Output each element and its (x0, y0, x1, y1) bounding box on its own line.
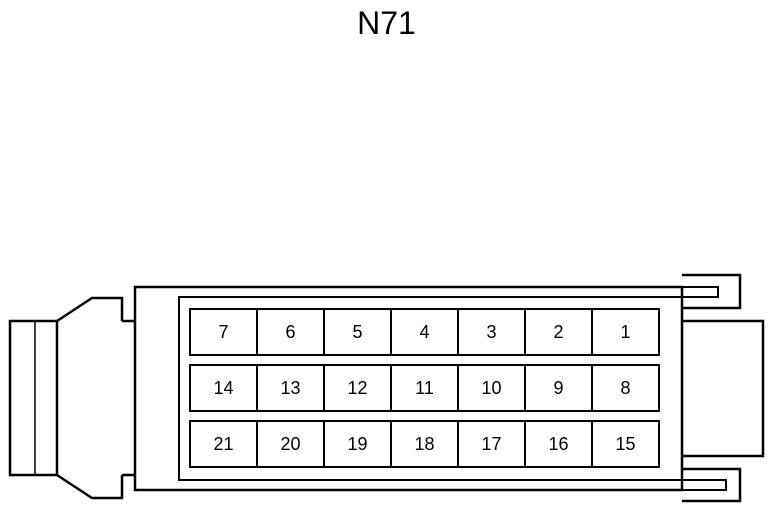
pin-label-15: 15 (615, 434, 635, 454)
pin-label-16: 16 (548, 434, 568, 454)
pin-label-2: 2 (553, 322, 563, 342)
pin-label-13: 13 (280, 378, 300, 398)
right-lower-latch (682, 467, 742, 503)
pin-cell-15 (591, 420, 660, 468)
pin-label-4: 4 (419, 322, 429, 342)
pin-label-17: 17 (481, 434, 501, 454)
right-lower-slot (682, 479, 727, 491)
pin-label-3: 3 (486, 322, 496, 342)
connector-inner-frame (178, 296, 683, 481)
pin-label-5: 5 (352, 322, 362, 342)
left-plug-neck (56, 296, 124, 500)
right-upper-slot (682, 286, 719, 298)
pin-label-21: 21 (213, 434, 233, 454)
left-plug-collar (122, 319, 135, 477)
pin-label-20: 20 (280, 434, 300, 454)
pin-label-7: 7 (218, 322, 228, 342)
pin-label-9: 9 (553, 378, 563, 398)
pin-label-14: 14 (213, 378, 233, 398)
pin-label-12: 12 (347, 378, 367, 398)
pin-label-1: 1 (620, 322, 630, 342)
pin-cell-8 (591, 364, 660, 412)
pin-label-10: 10 (481, 378, 501, 398)
pin-label-6: 6 (285, 322, 295, 342)
pin-label-18: 18 (414, 434, 434, 454)
left-plug-outline (8, 319, 59, 477)
pin-cell-1 (591, 308, 660, 356)
right-plug-body (682, 319, 765, 458)
pin-label-19: 19 (347, 434, 367, 454)
right-upper-latch (682, 273, 742, 310)
pin-label-11: 11 (415, 378, 434, 398)
connector-title: N71 (357, 5, 416, 41)
pin-label-8: 8 (620, 378, 630, 398)
